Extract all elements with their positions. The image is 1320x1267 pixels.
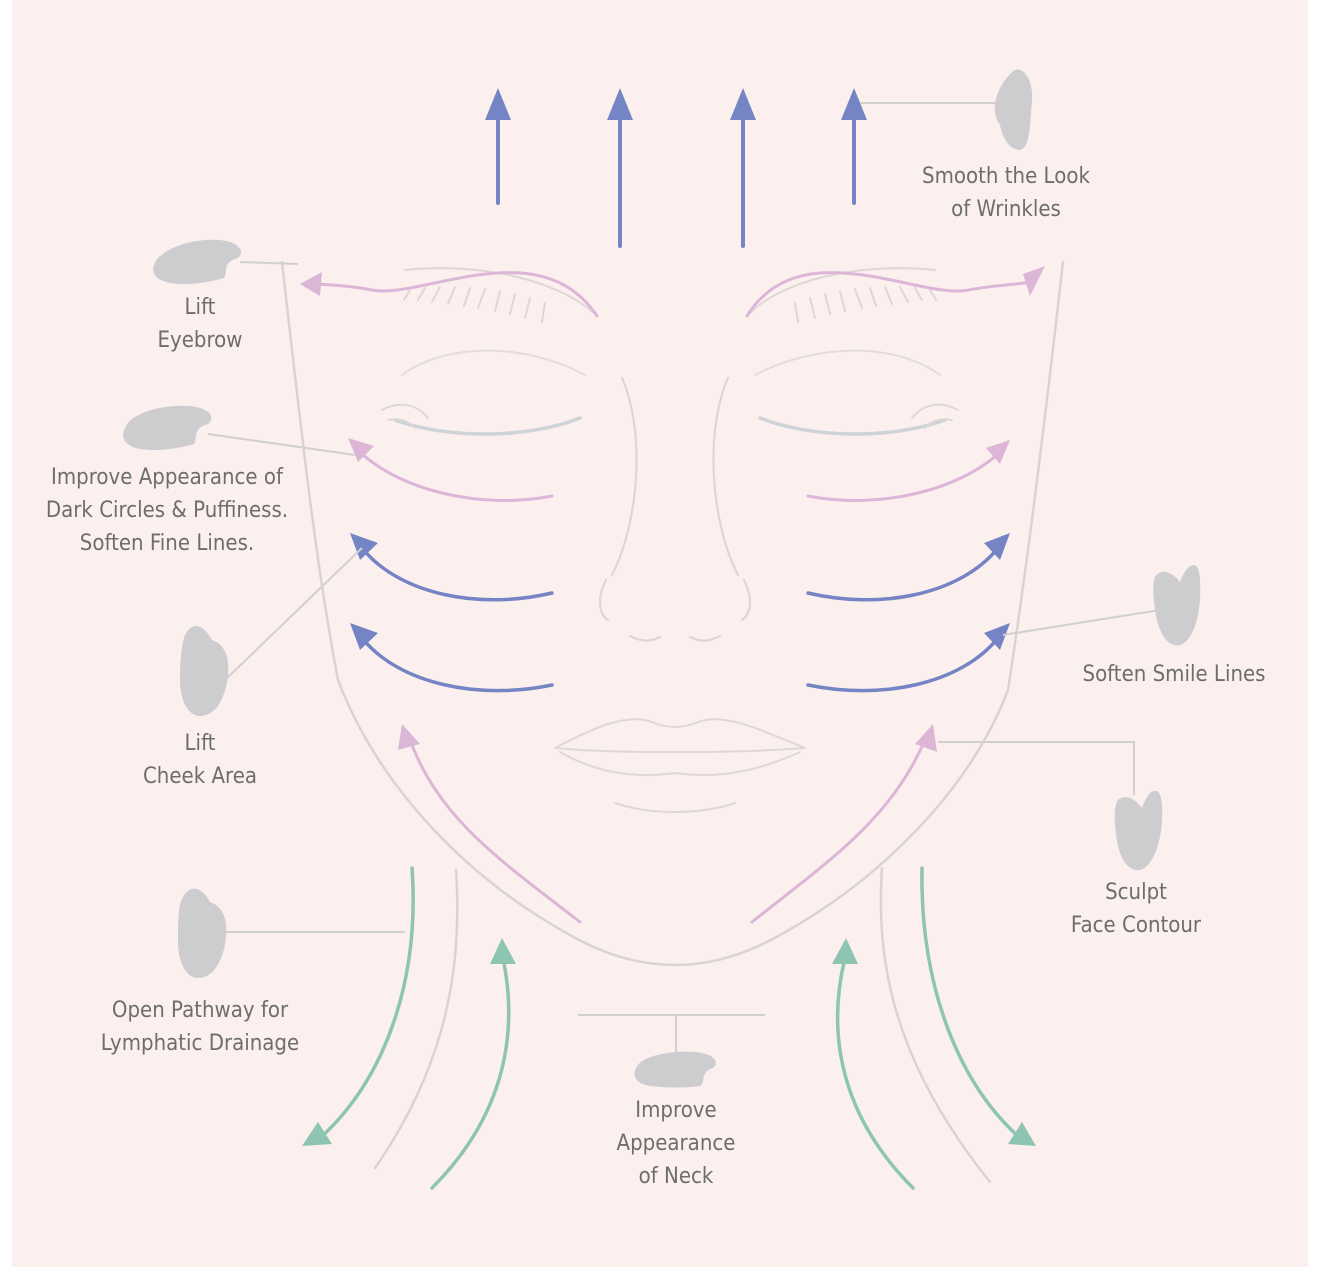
forehead-arrowhead-4 (841, 88, 867, 120)
label-sculpt-contour: Sculpt Face Contour (1070, 880, 1202, 938)
neck-left-line (373, 868, 459, 1170)
neck-arrows (318, 866, 1022, 1190)
gua-sha-tool-icon (1153, 564, 1201, 646)
gua-sha-tool-icon (634, 1051, 716, 1088)
cheek-arrows (360, 546, 1000, 693)
nose (599, 376, 751, 642)
forehead-up-arrows (496, 106, 856, 248)
gua-sha-tool-icon (1114, 790, 1163, 871)
label-smile-lines: Soften Smile Lines (1082, 662, 1266, 687)
label-lift-eyebrow: Lift Eyebrow (157, 295, 243, 353)
under-eye-arrows (358, 450, 1002, 502)
face-outline (280, 260, 1065, 1184)
brow-arrows (313, 271, 1032, 318)
forehead-arrowhead-2 (607, 88, 633, 120)
eyes (381, 349, 959, 436)
eyebrows (403, 267, 937, 323)
neck-right-line (879, 866, 992, 1184)
jaw-arrows (408, 738, 927, 924)
label-neck: Improve Appearance of Neck (616, 1098, 736, 1189)
forehead-arrowhead-1 (485, 88, 511, 120)
face-left-contour (280, 260, 1065, 967)
gua-sha-tool-icon (123, 405, 212, 451)
leader-lines (207, 102, 1161, 1052)
label-lymphatic-drainage: Open Pathway for Lymphatic Drainage (100, 998, 300, 1056)
label-lift-cheek: Lift Cheek Area (142, 731, 258, 789)
label-dark-circles: Improve Appearance of Dark Circles & Puf… (45, 465, 289, 556)
lips (554, 718, 806, 813)
gua-sha-tool-icon (180, 626, 229, 716)
label-smooth-wrinkles: Smooth the Look of Wrinkles (922, 164, 1090, 222)
gua-sha-tool-icon (994, 69, 1033, 150)
forehead-arrowhead-3 (730, 88, 756, 120)
gua-sha-tool-icon (153, 239, 241, 285)
gua-sha-tool-icon (178, 888, 227, 978)
